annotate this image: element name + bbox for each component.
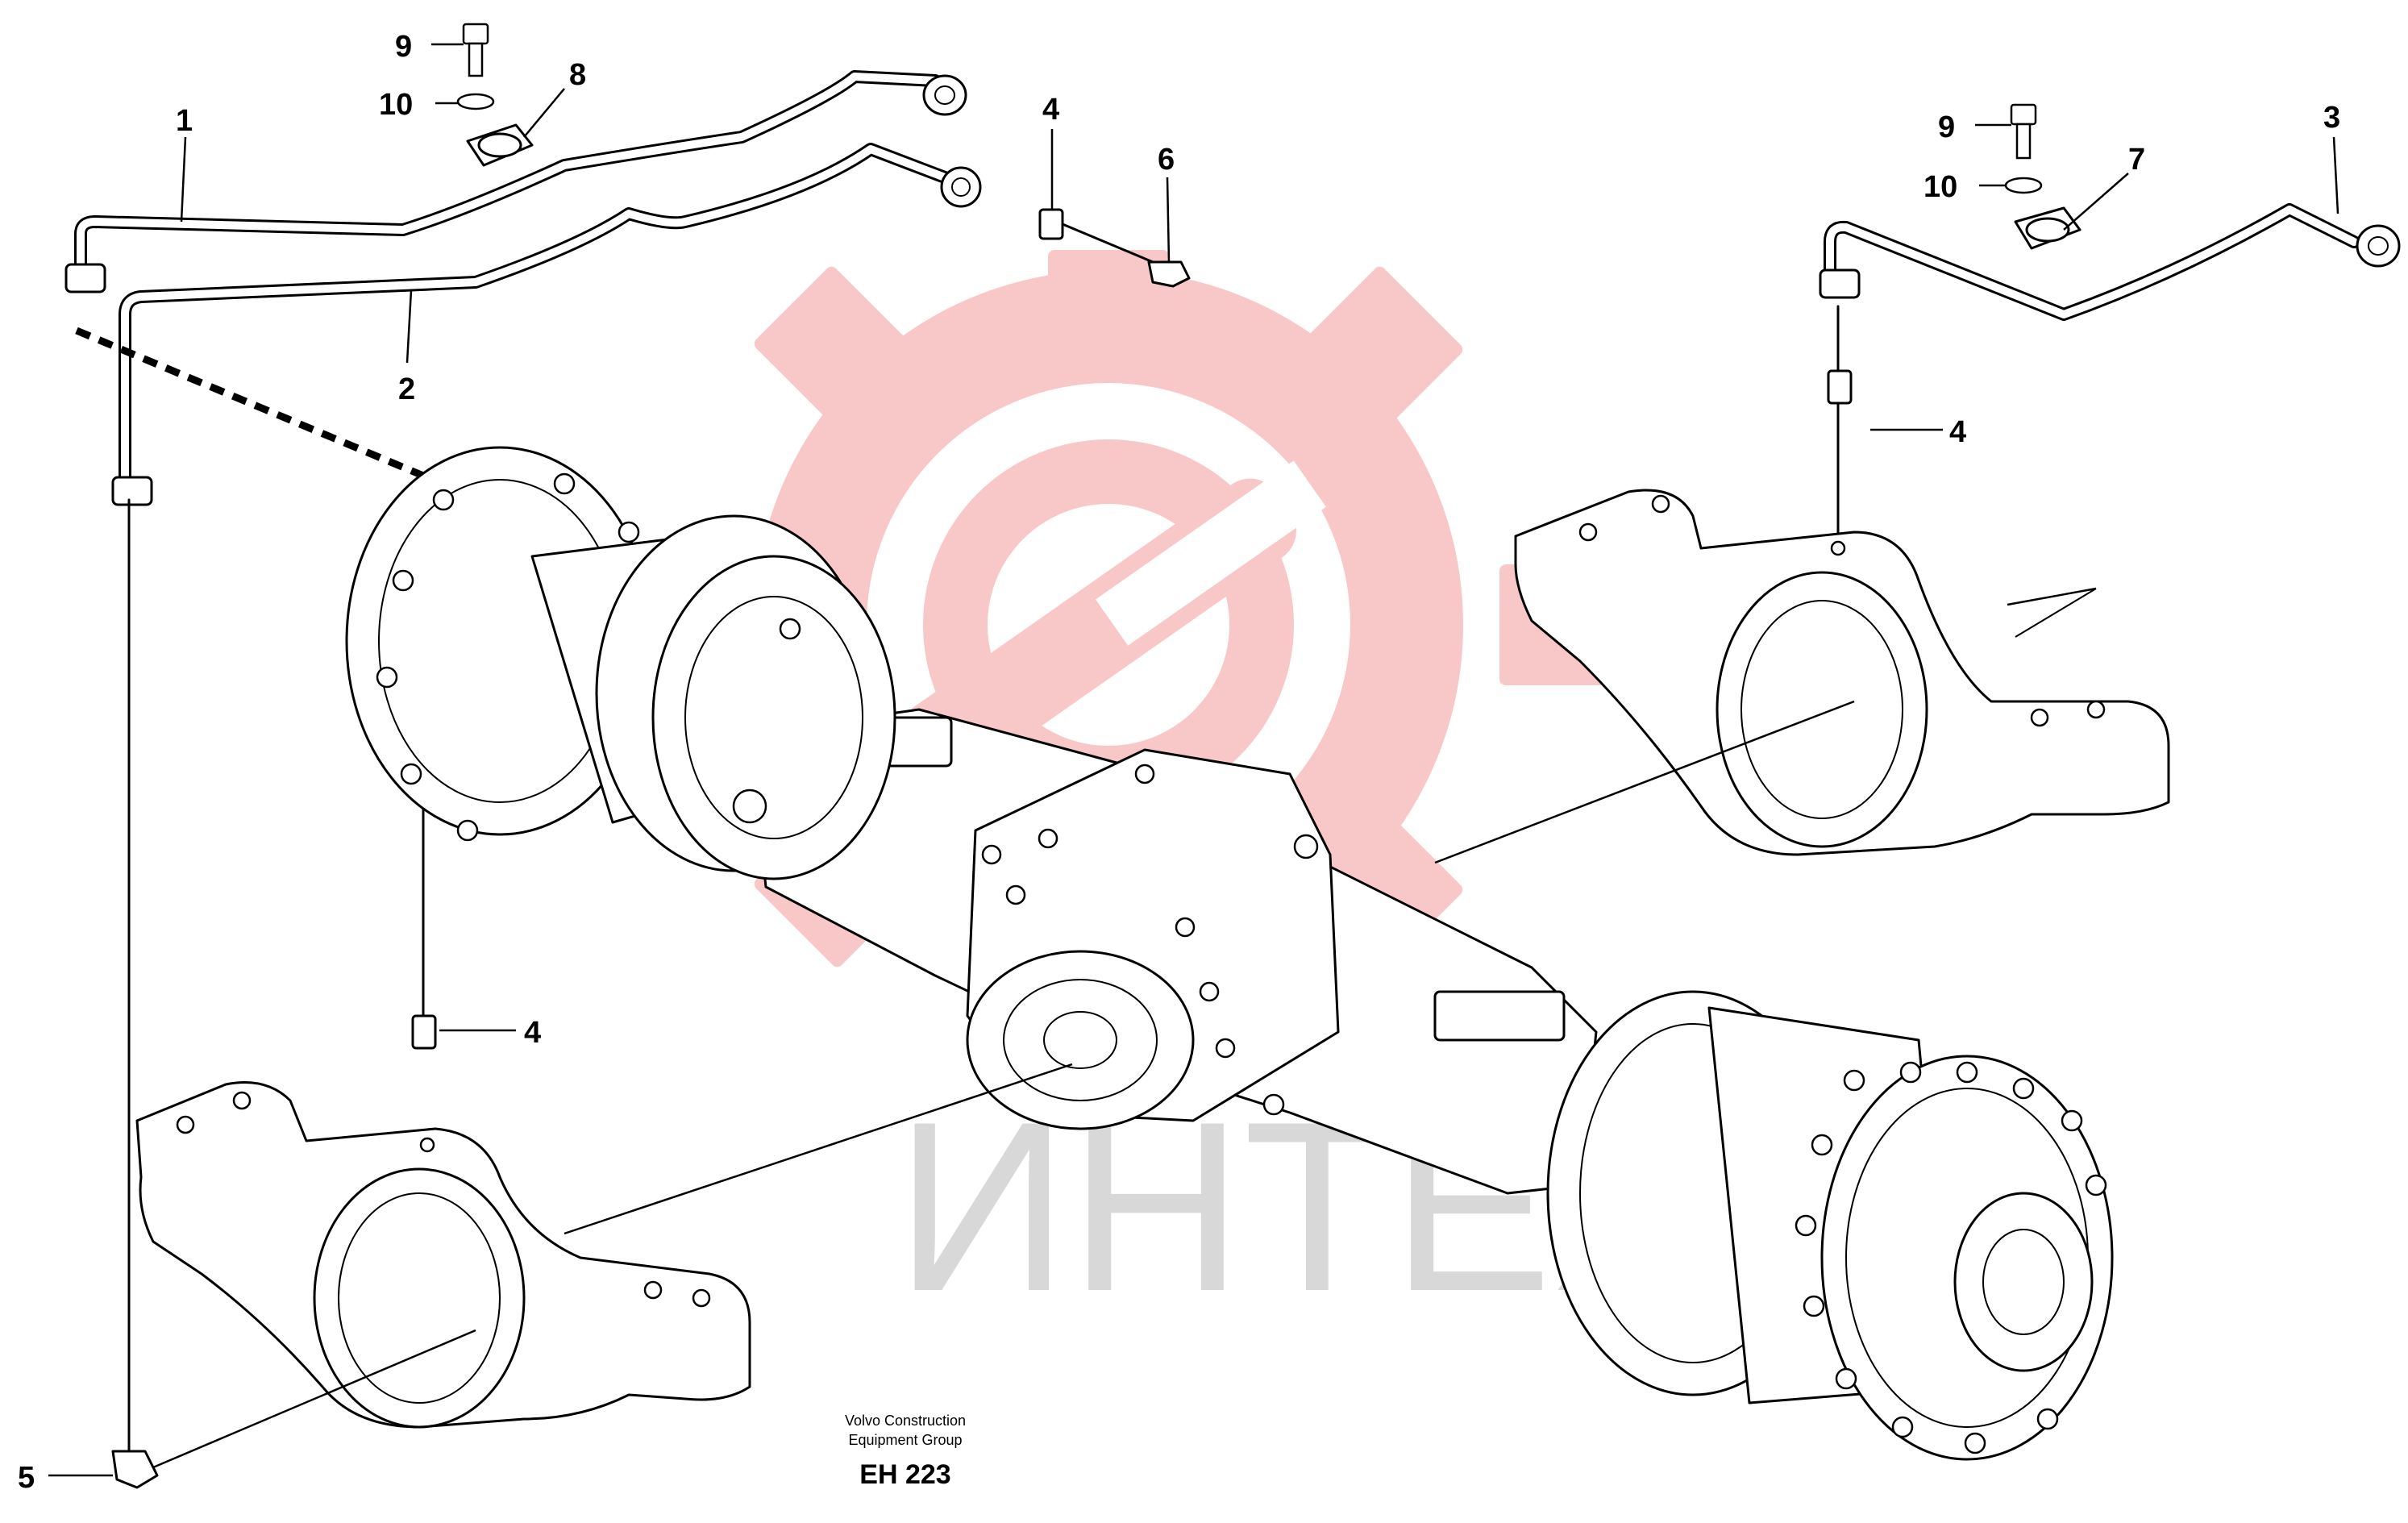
callout-3: 3 (2323, 101, 2340, 135)
fitting-nut-left-mid (111, 476, 153, 506)
washer-10-left (456, 93, 495, 110)
fitting-nut-left-top (64, 263, 106, 293)
caption-line-2: Equipment Group (848, 1432, 962, 1448)
bolt-9-left (462, 23, 489, 77)
callout-1: 1 (176, 104, 193, 138)
wheel-hub-left (345, 446, 896, 880)
callout-2: 2 (398, 372, 415, 406)
callout-9-left: 9 (395, 30, 412, 64)
pipe-end-nut-2 (940, 166, 982, 208)
callout-5: 5 (18, 1461, 35, 1495)
callout-8: 8 (569, 58, 586, 92)
callout-4-left: 4 (524, 1016, 541, 1050)
callout-7: 7 (2128, 143, 2145, 177)
grease-nipple-left (411, 1014, 437, 1050)
elbow-fitting-6 (1147, 260, 1191, 288)
dashed-hose-line (75, 327, 425, 480)
pipe-1 (74, 70, 942, 281)
axle-bracket-right (1514, 489, 2170, 856)
pipe-3 (1824, 203, 2360, 321)
wheel-hub-right (1546, 990, 2114, 1461)
axle-bracket-left (135, 1081, 751, 1429)
callout-4-right: 4 (1949, 415, 1966, 449)
washer-10-right (2004, 177, 2043, 194)
fitting-nut-right (1819, 268, 1861, 299)
pipe-end-nut-1 (922, 74, 967, 116)
clamp-8 (466, 123, 534, 167)
clamp-7 (2014, 206, 2082, 250)
callout-10-right: 10 (1923, 170, 1957, 204)
pipe-2 (119, 143, 962, 490)
callout-9-right: 9 (1938, 110, 1955, 144)
callout-4-top: 4 (1042, 93, 1059, 127)
elbow-fitting-5 (111, 1450, 159, 1489)
axle-housing (748, 708, 1598, 1195)
pipe-end-nut-3 (2356, 224, 2401, 268)
grease-nipple-right (1827, 369, 1853, 405)
caption-line-1: Volvo Construction (845, 1413, 966, 1429)
callout-10-left: 10 (379, 88, 413, 122)
bolt-9-right (2010, 103, 2037, 160)
callout-leaders (48, 43, 2339, 1477)
callout-6: 6 (1158, 143, 1175, 177)
drawing-code: EH 223 (859, 1459, 950, 1490)
